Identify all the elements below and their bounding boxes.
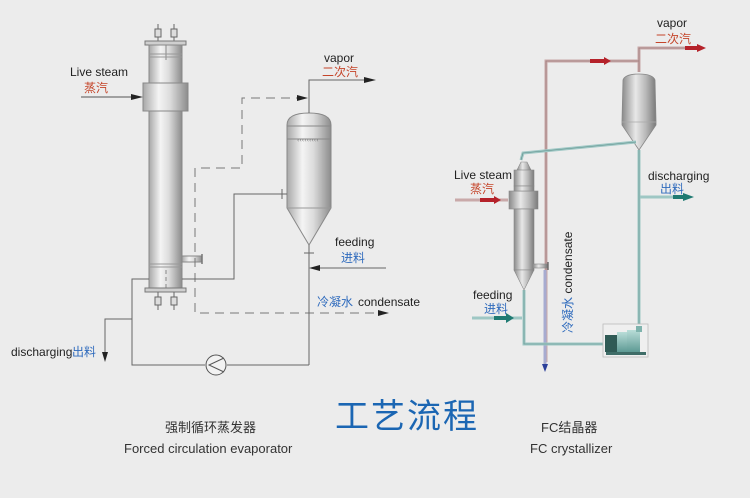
forced-circulation-evaporator: ‹‹‹‹‹‹‹‹‹ <box>81 24 389 376</box>
live-steam-inlet <box>81 94 143 100</box>
top-valves <box>154 24 178 42</box>
left-live-steam-label: Live steam <box>70 65 129 79</box>
condensate-arrow <box>542 364 548 372</box>
left-feeding-cn-label: 进料 <box>341 251 366 265</box>
liquid-pipes-outline <box>520 141 640 345</box>
right-live-steam-cn-label: 蒸汽 <box>470 182 495 196</box>
left-vapor-cn-label: 二次汽 <box>322 65 359 79</box>
right-discharging-cn-label: 出料 <box>660 182 685 196</box>
right-condensate-cn-label: 冷凝水 <box>561 296 575 333</box>
recirculation-line <box>182 193 287 280</box>
right-live-steam-label: Live steam <box>454 168 513 182</box>
right-caption-cn: FC结晶器 <box>541 420 598 435</box>
steam-arrows <box>480 44 706 204</box>
feeding-line <box>304 245 386 365</box>
left-condensate-label: condensate <box>358 295 421 309</box>
top-flange <box>144 40 187 46</box>
side-nozzle <box>181 255 203 263</box>
crystallizer-separator <box>621 73 657 151</box>
fc-crystallizer <box>455 44 706 372</box>
left-condensate-cn-label: 冷凝水 <box>317 295 354 309</box>
dashed-vapor-line <box>194 97 385 314</box>
page-title: 工艺流程 <box>335 398 479 436</box>
heat-exchanger-column <box>148 44 183 289</box>
left-live-steam-cn-label: 蒸汽 <box>84 81 109 95</box>
right-condensate-vertical-label: 冷凝水 condensate <box>559 232 576 333</box>
right-feeding-label: feeding <box>473 288 513 302</box>
right-discharging-label: discharging <box>648 169 710 183</box>
discharging-arrow <box>102 352 108 362</box>
svg-text:‹‹‹‹‹‹‹‹‹: ‹‹‹‹‹‹‹‹‹ <box>297 137 319 144</box>
vapor-outlet-line <box>308 77 376 113</box>
left-vapor-label: vapor <box>324 51 355 65</box>
circulation-pump <box>205 354 227 376</box>
steam-jacket <box>142 82 189 112</box>
bottom-valves <box>154 292 178 310</box>
right-vapor-label: vapor <box>657 16 688 30</box>
right-vapor-cn-label: 二次汽 <box>655 32 692 46</box>
heater-column <box>508 161 549 291</box>
separator-vessel: ‹‹‹‹‹‹‹‹‹ <box>286 112 332 246</box>
left-caption-cn: 强制循环蒸发器 <box>165 420 257 435</box>
right-feeding-cn-label: 进料 <box>484 302 509 316</box>
liquid-arrows <box>494 193 694 323</box>
left-caption-en: Forced circulation evaporator <box>124 441 293 456</box>
left-discharging-cn-label: 出料 <box>72 345 97 359</box>
bottom-flange <box>144 287 187 293</box>
right-caption-en: FC crystallizer <box>530 441 613 456</box>
crystallizer-pump <box>602 323 649 358</box>
left-feeding-label: feeding <box>335 235 375 249</box>
circulation-loop <box>104 278 309 366</box>
left-discharging-label: discharging <box>11 345 73 359</box>
right-condensate-label: condensate <box>561 231 575 294</box>
